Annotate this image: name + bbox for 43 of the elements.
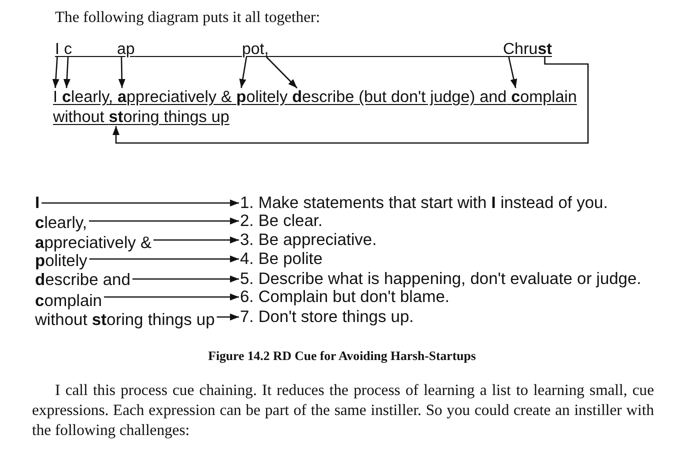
body-paragraph: I call this process cue chaining. It reduces the process of learning a list to learning small, cue expressions. Each expression can be part of the same instiller. So you could create an instiller with the following challenges: [32, 381, 654, 441]
loop-arrow [112, 57, 589, 144]
numbered-item: 7. Don't store things up. [240, 308, 414, 326]
arrow [132, 276, 239, 282]
arrow [63, 56, 70, 88]
phrase-text: I [35, 194, 40, 212]
sentence-phrase: complain [511, 88, 577, 106]
phrase-text: clearly, [35, 214, 87, 232]
cue-text: Chrust [503, 41, 552, 58]
numbered-item: 1. Make statements that start with I instead of you. [240, 194, 608, 212]
phrase-text: appreciatively & [35, 234, 152, 252]
numbered-item: 2. Be clear. [240, 212, 323, 230]
cue-text: ap [117, 41, 135, 58]
arrow [154, 236, 239, 244]
arrow [266, 56, 298, 88]
arrow [238, 56, 248, 88]
sentence-phrase: appreciatively & [118, 88, 232, 106]
numbered-item: 3. Be appreciative. [240, 230, 377, 250]
phrase-text: describe and [35, 270, 130, 290]
cue-text: pot, [242, 41, 269, 58]
sentence-phrase: clearly, [62, 88, 113, 106]
phrase-text: politely [35, 252, 88, 270]
phrase-text: without storing things up [35, 310, 215, 330]
cue-text: I [55, 41, 60, 58]
sentence-phrase: politely [236, 88, 288, 106]
sentence-phrase: I [53, 88, 58, 106]
arrow [88, 218, 239, 224]
arrow [118, 56, 126, 88]
arrow [89, 256, 239, 262]
numbered-item: 4. Be polite [240, 250, 323, 268]
arrow [216, 314, 239, 320]
arrow [104, 294, 239, 300]
arrow [42, 200, 239, 206]
figure-caption: Figure 14.2 RD Cue for Avoiding Harsh-Startups [208, 348, 476, 365]
numbered-item: 6. Complain but don't blame. [240, 288, 450, 306]
sentence-phrase: describe (but don't judge) and [292, 88, 507, 106]
arrow [52, 56, 60, 88]
cue-text: c [64, 41, 72, 58]
intro-text: The following diagram puts it all together: [55, 8, 320, 28]
phrase-text: complain [35, 292, 102, 310]
sentence-phrase: without storing things up [53, 108, 230, 126]
numbered-item: 5. Describe what is happening, don't evaluate or judge. [240, 270, 642, 288]
arrow [508, 56, 518, 88]
